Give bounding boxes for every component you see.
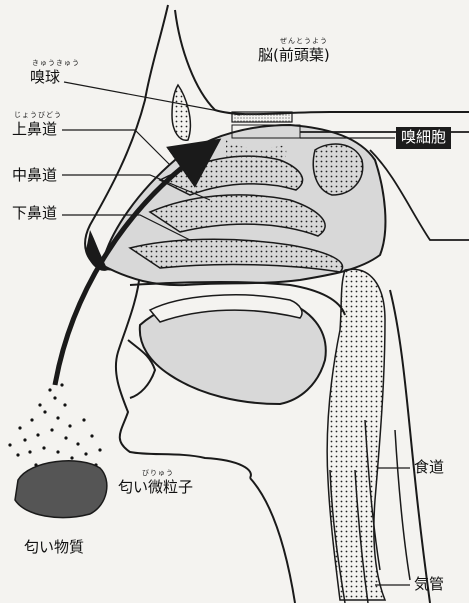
odor-substance-blob — [15, 461, 107, 518]
sinus-upper — [172, 85, 190, 140]
superior-meatus-ruby: じょうびどう — [14, 112, 62, 119]
odor-substance-label: 匂い物質 — [24, 540, 84, 555]
brain-label: 脳(前頭葉) — [258, 48, 330, 63]
pharynx — [327, 269, 385, 600]
olfactory-bulb-label: 嗅球 — [30, 70, 60, 85]
esophagus-label: 食道 — [414, 460, 444, 475]
middle-meatus-label: 中鼻道 — [12, 168, 57, 183]
odor-particles-ruby: びりゅう — [142, 470, 174, 477]
neck-outline — [250, 478, 295, 603]
superior-meatus-label: 上鼻道 — [12, 122, 57, 137]
olfactory-bulb-ruby: きゅうきゅう — [32, 60, 80, 67]
trachea-label: 気管 — [414, 577, 444, 592]
brain-ruby: ぜんとうよう — [280, 38, 328, 45]
inferior-meatus-label: 下鼻道 — [12, 206, 57, 221]
odor-particles-label: 匂い微粒子 — [118, 480, 193, 495]
olfactory-cell-label: 嗅細胞 — [396, 127, 451, 149]
olfactory-bulb-shape — [232, 112, 292, 122]
odor-particles-cloud — [8, 383, 101, 469]
